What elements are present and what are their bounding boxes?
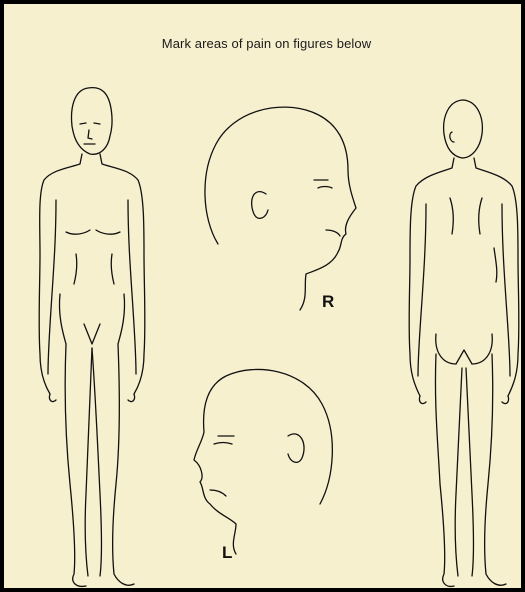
left-side-label: L xyxy=(222,543,232,563)
back-body-outline-icon xyxy=(409,100,519,586)
back-body-figure[interactable] xyxy=(4,4,525,592)
right-side-label: R xyxy=(322,292,334,312)
